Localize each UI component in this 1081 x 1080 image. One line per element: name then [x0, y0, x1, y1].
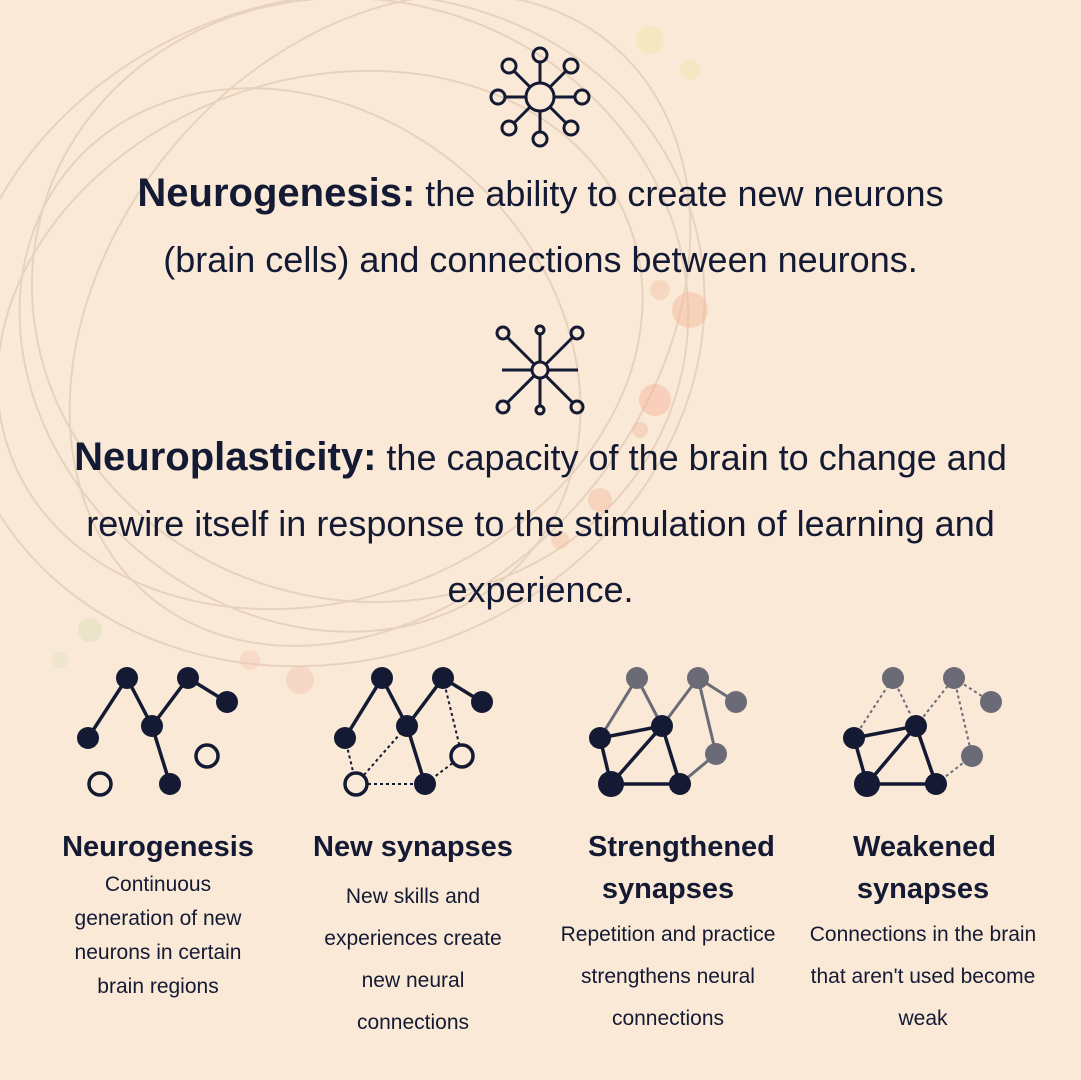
panel-neurogenesis-description: Continuous generation of new neurons in …: [74, 873, 242, 998]
panel-weakened-synapses-description: Connections in the brain that aren't use…: [809, 923, 1037, 1030]
panel-neurogenesis: Neurogenesis Continuous generation of ne…: [38, 826, 278, 1004]
panel-strengthened-synapses-description: Repetition and practice strengthens neur…: [560, 923, 776, 1030]
new-synapses-network-icon: [334, 667, 493, 797]
panel-weakened-synapses: Weakened synapses Connections in the bra…: [803, 826, 1043, 1040]
neurogenesis-network-icon: [77, 667, 238, 797]
panel-weakened-synapses-title: Weakened synapses: [853, 831, 996, 905]
panel-new-synapses: New synapses New skills and experiences …: [293, 826, 533, 1044]
panel-strengthened-synapses-title: Strengthened synapses: [588, 831, 775, 905]
panel-strengthened-synapses: Strengthened synapses Repetition and pra…: [548, 826, 788, 1040]
neuroplasticity-definition-text: the capacity of the brain to change and …: [86, 437, 1007, 610]
strengthened-synapses-network-icon: [589, 667, 747, 797]
panel-neurogenesis-title: Neurogenesis: [62, 831, 254, 863]
neuroplasticity-term: Neuroplasticity:: [74, 435, 377, 479]
panel-new-synapses-title: New synapses: [313, 831, 513, 863]
neuron-burst-icon: [495, 324, 585, 416]
neurogenesis-definition: Neurogenesis: the ability to create new …: [0, 160, 1081, 293]
weakened-synapses-network-icon: [843, 667, 1002, 797]
neurogenesis-term: Neurogenesis:: [137, 171, 416, 215]
panel-new-synapses-description: New skills and experiences create new ne…: [324, 885, 502, 1034]
neuron-network-icon: [489, 46, 591, 148]
neuroplasticity-definition: Neuroplasticity: the capacity of the bra…: [0, 424, 1081, 623]
neurogenesis-definition-text: the ability to create new neurons (brain…: [163, 173, 944, 280]
